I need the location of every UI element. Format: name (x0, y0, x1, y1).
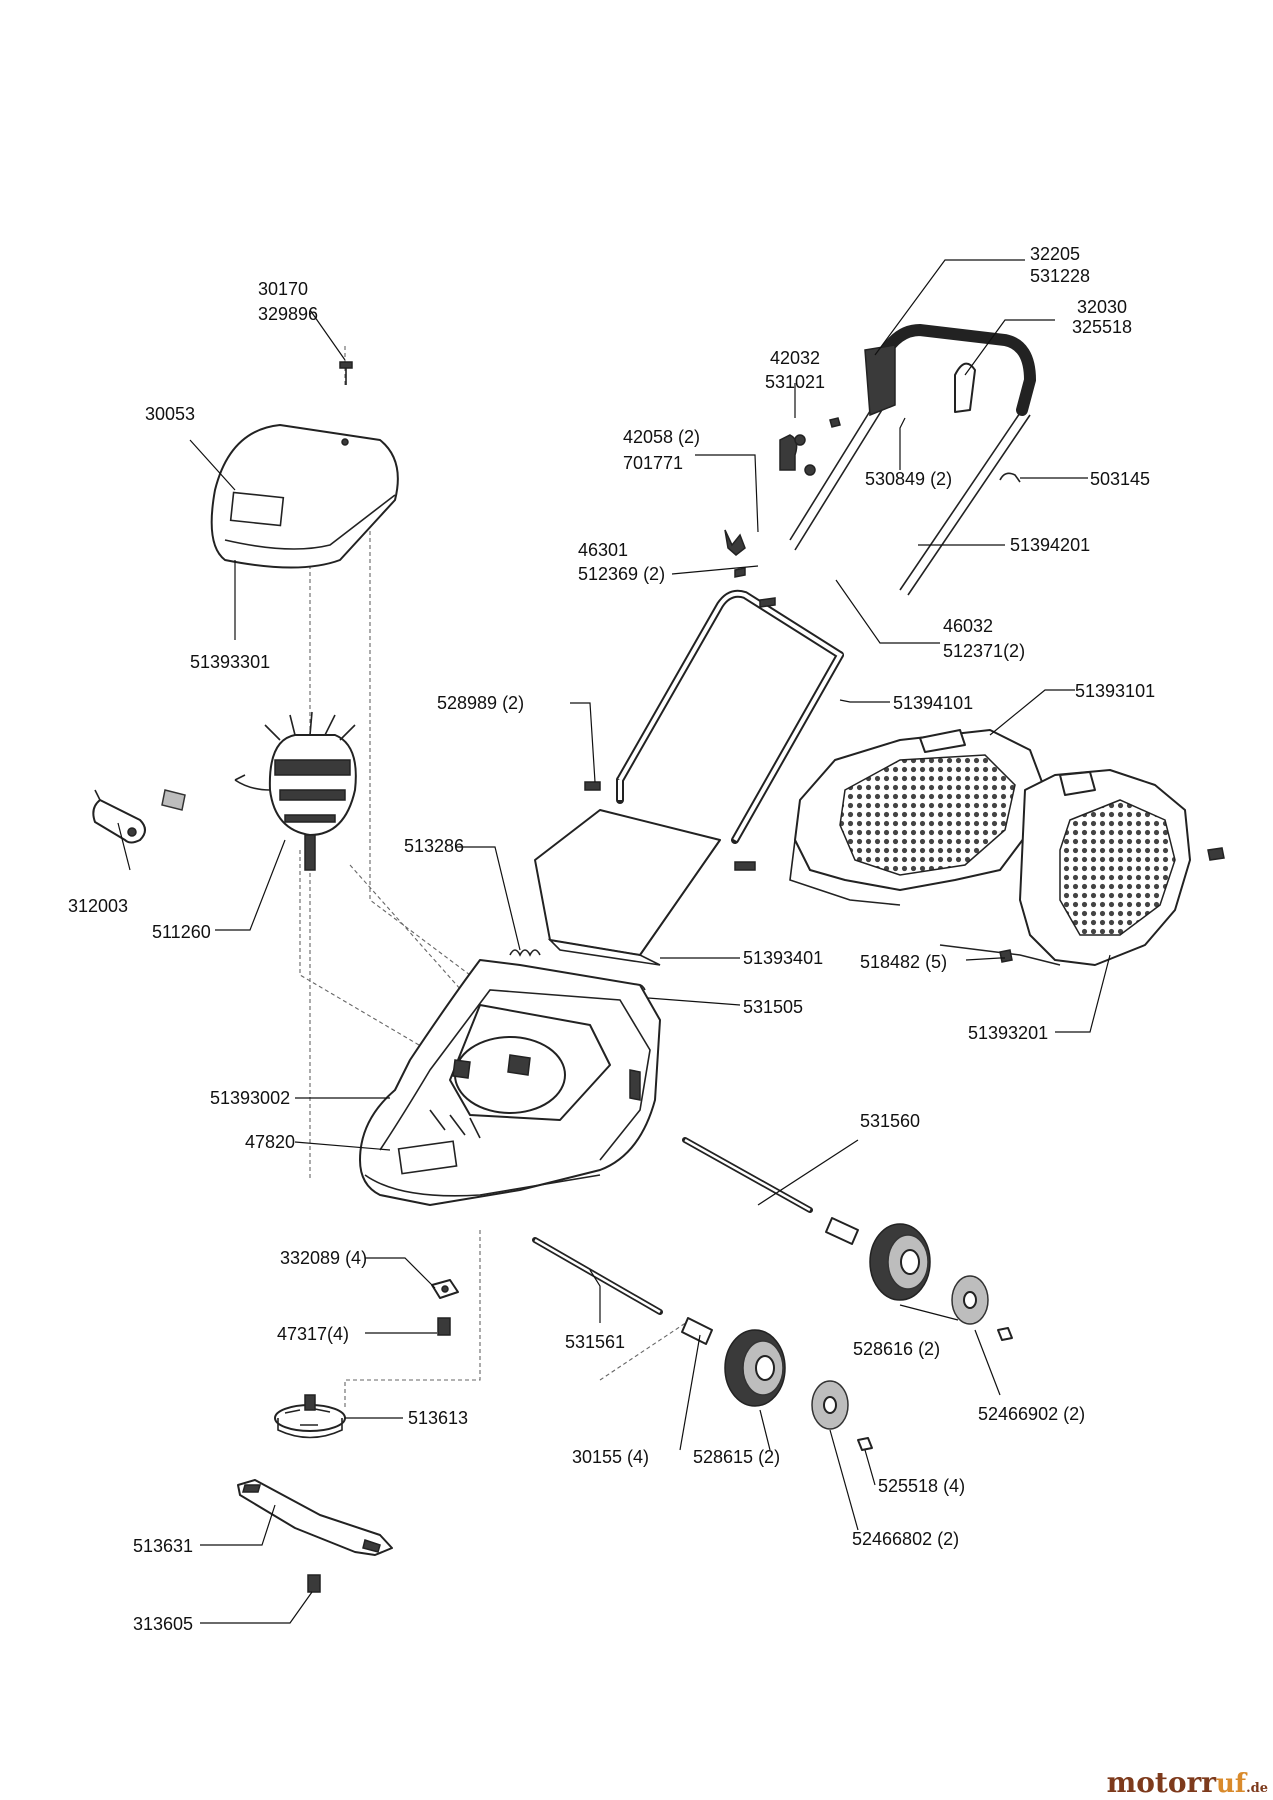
label-531560: 531560 (860, 1111, 920, 1131)
motoruf-logo: motorruf.de (1107, 1766, 1268, 1799)
label-518482: 518482 (5) (860, 952, 947, 972)
label-512371: 512371(2) (943, 641, 1025, 661)
label-52466902: 52466902 (2) (978, 1404, 1085, 1424)
blade-adapter (274, 1394, 346, 1439)
mower-deck (359, 959, 661, 1206)
label-46301: 46301 (578, 540, 628, 560)
label-525518: 525518 (4) (878, 1476, 965, 1496)
label-531561: 531561 (565, 1332, 625, 1352)
label-42032: 42032 (770, 348, 820, 368)
label-51393101: 51393101 (1075, 681, 1155, 701)
label-531228: 531228 (1030, 266, 1090, 286)
nut-332089 (431, 1279, 459, 1299)
motor-cover (210, 424, 399, 569)
label-528989: 528989 (2) (437, 693, 524, 713)
logo-text-uf: uf (1216, 1769, 1248, 1799)
label-47317: 47317(4) (277, 1324, 349, 1344)
grass-box-lower (939, 769, 1191, 966)
label-528615: 528615 (2) (693, 1447, 780, 1467)
label-701771: 701771 (623, 453, 683, 473)
label-46032: 46032 (943, 616, 993, 636)
svg-text:motorruf.de: motorruf.de (1107, 1766, 1268, 1799)
label-30155: 30155 (4) (572, 1447, 649, 1467)
connector (161, 789, 186, 811)
bushing-front (681, 1317, 713, 1345)
hubcap-rear (951, 1275, 989, 1325)
label-528616: 528616 (2) (853, 1339, 940, 1359)
screw-30170 (339, 361, 353, 385)
grass-box-screws (999, 847, 1225, 963)
label-530849: 530849 (2) (865, 469, 952, 489)
leader-lines (117, 259, 1111, 1624)
label-312003: 312003 (68, 896, 128, 916)
wheel-rear (869, 1223, 931, 1301)
lower-handle (616, 589, 844, 844)
capacitor-312003 (92, 789, 146, 844)
motor (234, 711, 357, 871)
label-51393401: 51393401 (743, 948, 823, 968)
label-513631: 513631 (133, 1536, 193, 1556)
handle-hardware (584, 417, 1021, 871)
label-51394201: 51394201 (1010, 535, 1090, 555)
label-51394101: 51394101 (893, 693, 973, 713)
label-329896: 329896 (258, 304, 318, 324)
label-513286: 513286 (404, 836, 464, 856)
label-30053: 30053 (145, 404, 195, 424)
blade (237, 1479, 393, 1556)
upper-handle (779, 323, 1037, 596)
blade-bolt (307, 1574, 321, 1593)
label-325518: 325518 (1072, 317, 1132, 337)
label-51393301: 51393301 (190, 652, 270, 672)
label-531505: 531505 (743, 997, 803, 1017)
screw-47317 (437, 1317, 451, 1336)
label-51393002: 51393002 (210, 1088, 290, 1108)
logo-text-tld: .de (1246, 1781, 1268, 1796)
axle-front (532, 1237, 663, 1315)
label-503145: 503145 (1090, 469, 1150, 489)
logo-text-r: r (1201, 1766, 1217, 1799)
label-51393201: 51393201 (968, 1023, 1048, 1043)
logo-text-motor: motor (1107, 1766, 1203, 1799)
label-511260: 511260 (152, 922, 211, 942)
label-32205: 32205 (1030, 244, 1080, 264)
label-531021: 531021 (765, 372, 825, 392)
label-52466802: 52466802 (2) (852, 1529, 959, 1549)
part-labels: 30170 329896 30053 51393301 312003 51126… (68, 244, 1155, 1634)
axle-rear (682, 1137, 813, 1213)
label-30170: 30170 (258, 279, 308, 299)
label-47820: 47820 (245, 1132, 295, 1152)
label-32030: 32030 (1077, 297, 1127, 317)
label-42058: 42058 (2) (623, 427, 700, 447)
label-313605: 313605 (133, 1614, 193, 1634)
label-332089: 332089 (4) (280, 1248, 367, 1268)
label-512369: 512369 (2) (578, 564, 665, 584)
wheel-nuts (857, 1327, 1013, 1451)
hubcap-front (811, 1380, 849, 1430)
label-513613: 513613 (408, 1408, 468, 1428)
rear-flap (534, 809, 721, 966)
bushing-rear (825, 1217, 859, 1245)
grass-box-upper (789, 729, 1046, 906)
wheel-front (724, 1329, 786, 1407)
